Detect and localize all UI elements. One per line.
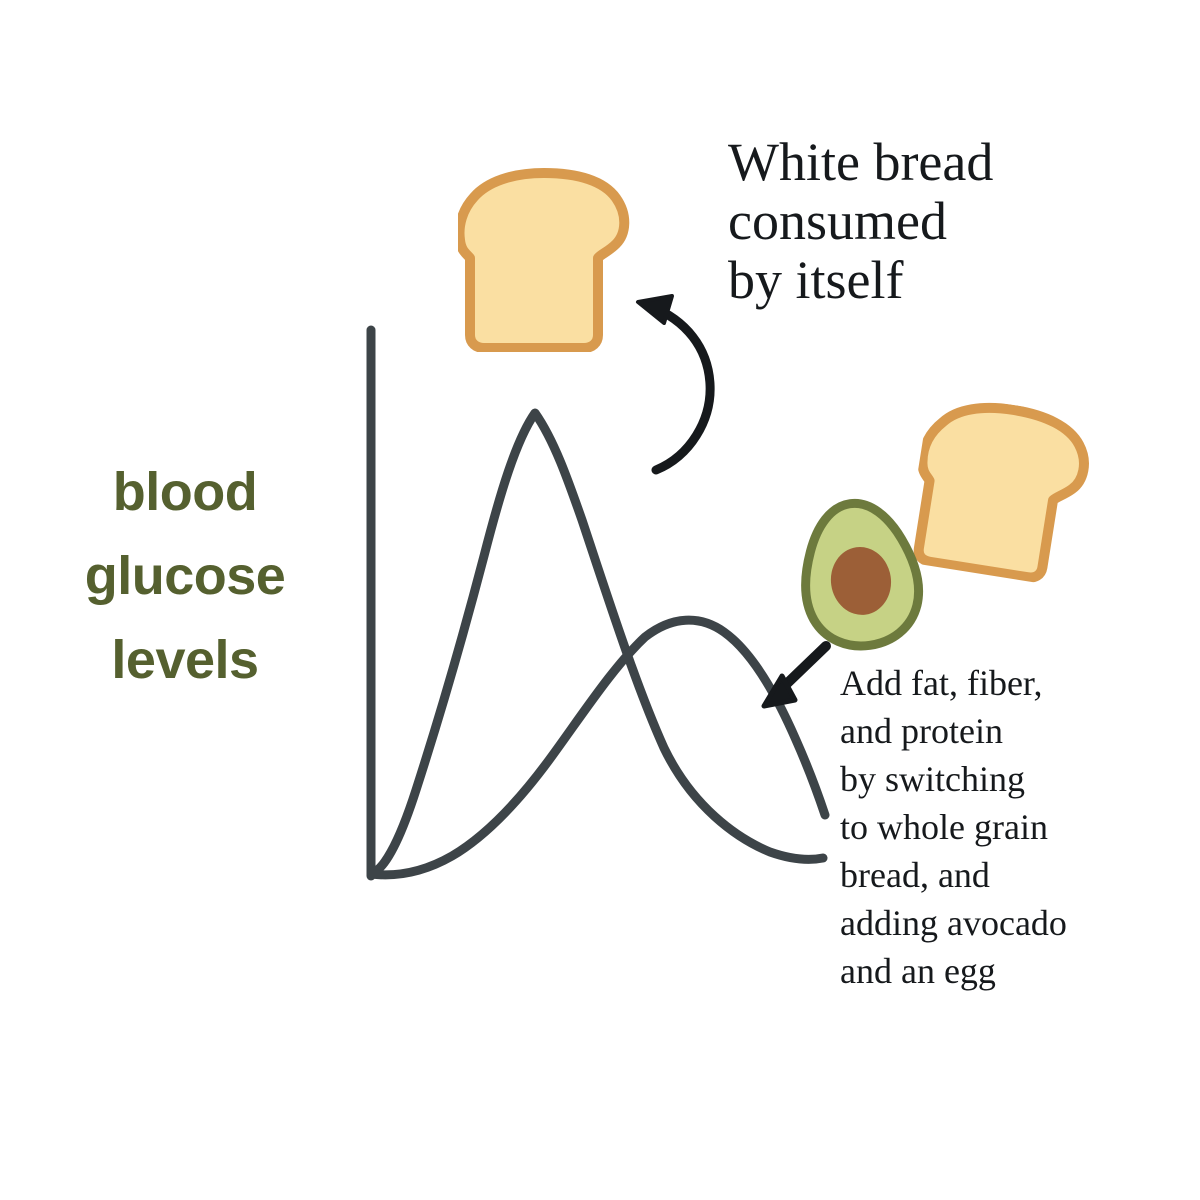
curve-balanced-meal — [366, 615, 830, 880]
callout-white-bread: White bread consumed by itself — [728, 132, 994, 310]
curve-white-bread — [366, 408, 828, 878]
callout-add-fat-fiber-protein: Add fat, fiber, and protein by switching… — [840, 663, 1067, 991]
avocado-half-icon — [801, 498, 924, 651]
bread-slice-icon — [913, 403, 1089, 583]
bread-slice-icon — [458, 168, 630, 352]
curved-arrow-icon — [636, 294, 715, 475]
y-axis-label: blood glucose levels — [84, 462, 286, 690]
avocado-pit — [830, 547, 892, 615]
